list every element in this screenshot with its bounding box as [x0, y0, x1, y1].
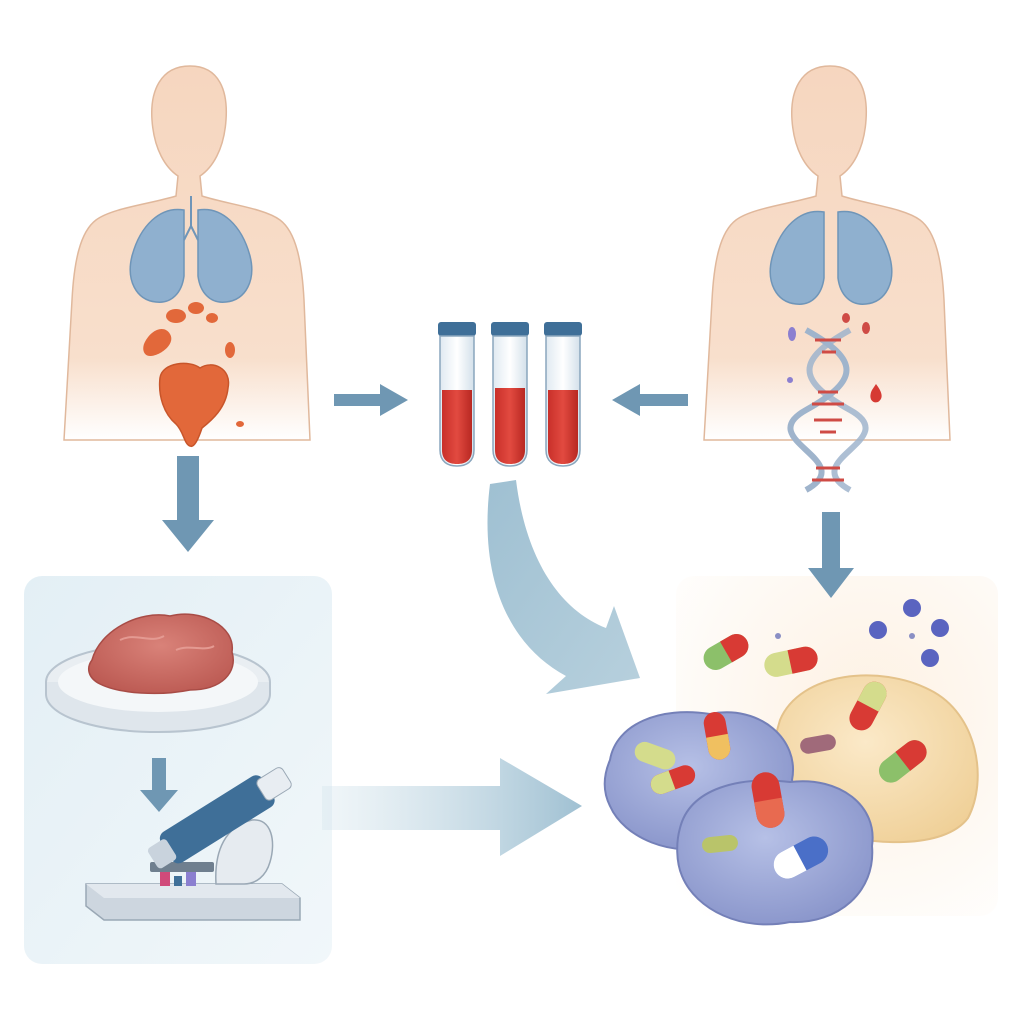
blood-sample-tube-icon: [438, 322, 476, 467]
lung-icon: [129, 196, 253, 303]
patient-genomic-figure: [703, 65, 951, 493]
capsule-pill-icon: [878, 740, 927, 783]
capsule-pill-icon: [764, 646, 818, 677]
capsule-pill-icon: [751, 772, 785, 828]
dna-helix-icon: [787, 313, 882, 493]
arrow-tissue-to-microscope: [140, 758, 178, 812]
patient-tumor-figure: [63, 65, 311, 448]
capsule-pill-icon: [702, 834, 738, 854]
arrow-lab-to-treatment: [322, 758, 582, 856]
microscope-icon: [85, 767, 301, 921]
blood-sample-tubes: [438, 322, 582, 467]
capsule-pill-icon: [800, 734, 836, 754]
arrow-patient-to-lab: [162, 456, 214, 552]
arrow-blood-to-treatment: [487, 480, 640, 694]
capsule-pill-icon: [703, 712, 731, 760]
capsule-pill-icon: [650, 765, 696, 795]
arrow-patient-to-treatment: [808, 512, 854, 598]
blood-sample-tube-icon: [491, 322, 529, 467]
capsule-pill-icon: [634, 741, 676, 770]
blood-sample-tube-icon: [544, 322, 582, 467]
drug-molecules: [775, 599, 949, 667]
tumor-icon: [143, 302, 244, 448]
arrow-to-blood-left: [334, 384, 408, 416]
capsule-pill-icon: [849, 681, 887, 731]
capsule-pill-icon: [703, 634, 749, 670]
arrow-to-blood-right: [612, 384, 688, 416]
lung-icon: [769, 210, 893, 305]
capsule-pill-icon: [773, 836, 829, 879]
tissue-sample-dish-icon: [45, 613, 271, 734]
